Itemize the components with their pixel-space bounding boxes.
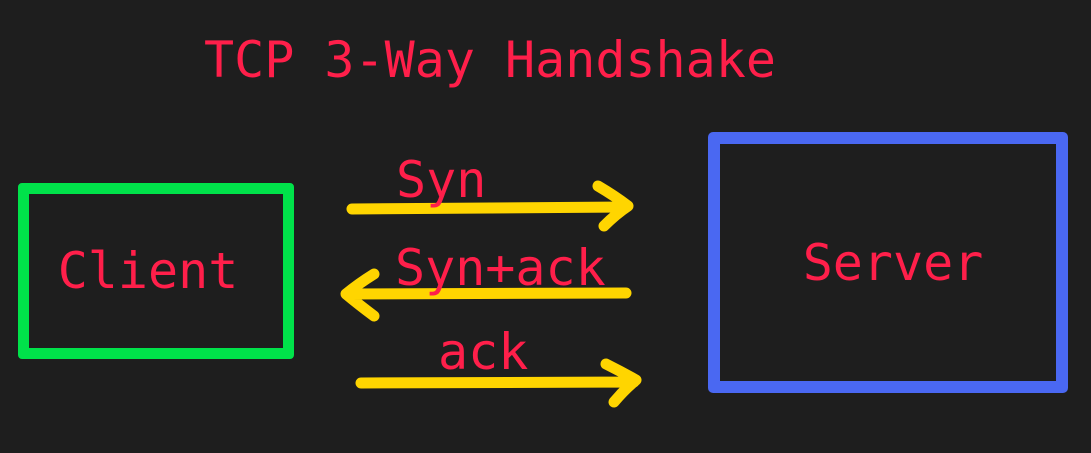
server-node: Server <box>708 132 1068 393</box>
diagram-title: TCP 3-Way Handshake <box>204 31 776 89</box>
syn-label: Syn <box>396 151 487 209</box>
client-label: Client <box>57 242 239 300</box>
client-node: Client <box>18 183 294 359</box>
ack-label: ack <box>438 323 529 381</box>
server-label: Server <box>802 233 984 292</box>
syn-arrow <box>346 180 634 232</box>
syn-ack-label: Syn+ack <box>395 239 606 297</box>
